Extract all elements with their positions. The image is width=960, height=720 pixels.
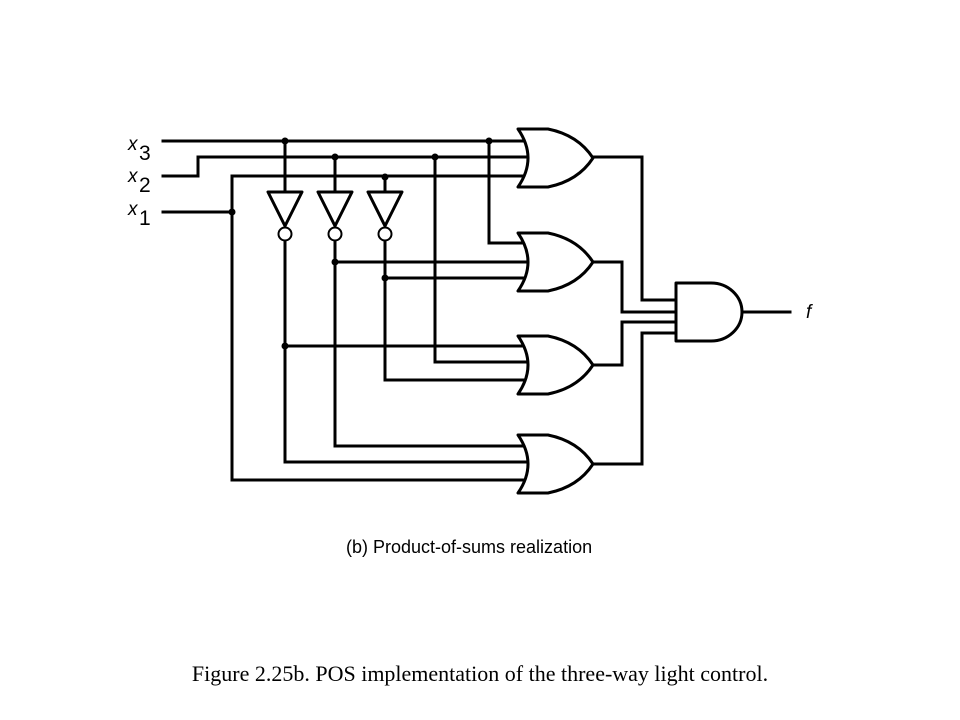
or-gate-1 (516, 127, 595, 189)
svg-text:3: 3 (139, 142, 151, 165)
output-label-f: f (806, 302, 813, 323)
or-gate-3 (516, 334, 595, 396)
svg-text:2: 2 (139, 174, 151, 197)
or-gate-4 (516, 433, 595, 495)
wire-x1-rail (161, 174, 387, 214)
not-gate-x2 (316, 190, 354, 242)
input-label-x1: x 1 (127, 199, 151, 230)
wire-not-x3 (283, 239, 527, 464)
svg-text:x: x (127, 166, 139, 187)
wire-or4-out (591, 331, 678, 466)
wire-not-x1 (383, 239, 527, 382)
wire-x1-to-or4 (230, 210, 527, 482)
wire-not-x2 (333, 239, 527, 448)
not-gate-x1 (366, 190, 404, 242)
input-label-x2: x 2 (127, 166, 151, 197)
wire-or3-out (591, 320, 678, 367)
wire-or1-out (591, 155, 678, 302)
svg-text:x: x (127, 134, 139, 155)
wire-x3-to-or2 (487, 139, 527, 245)
wire-or2-out (591, 260, 678, 314)
input-label-x3: x 3 (127, 134, 151, 165)
svg-text:1: 1 (139, 207, 151, 230)
wire-x2-rail (161, 155, 527, 178)
figure-caption: Figure 2.25b. POS implementation of the … (191, 661, 769, 686)
junction-dots (228, 137, 493, 350)
not-gate-x3 (266, 190, 304, 242)
subcaption: (b) Product-of-sums realization (346, 537, 593, 557)
svg-text:x: x (127, 199, 139, 220)
and-gate (674, 281, 744, 343)
wire-x2-to-or3 (433, 155, 527, 364)
or-gate-2 (516, 231, 595, 293)
